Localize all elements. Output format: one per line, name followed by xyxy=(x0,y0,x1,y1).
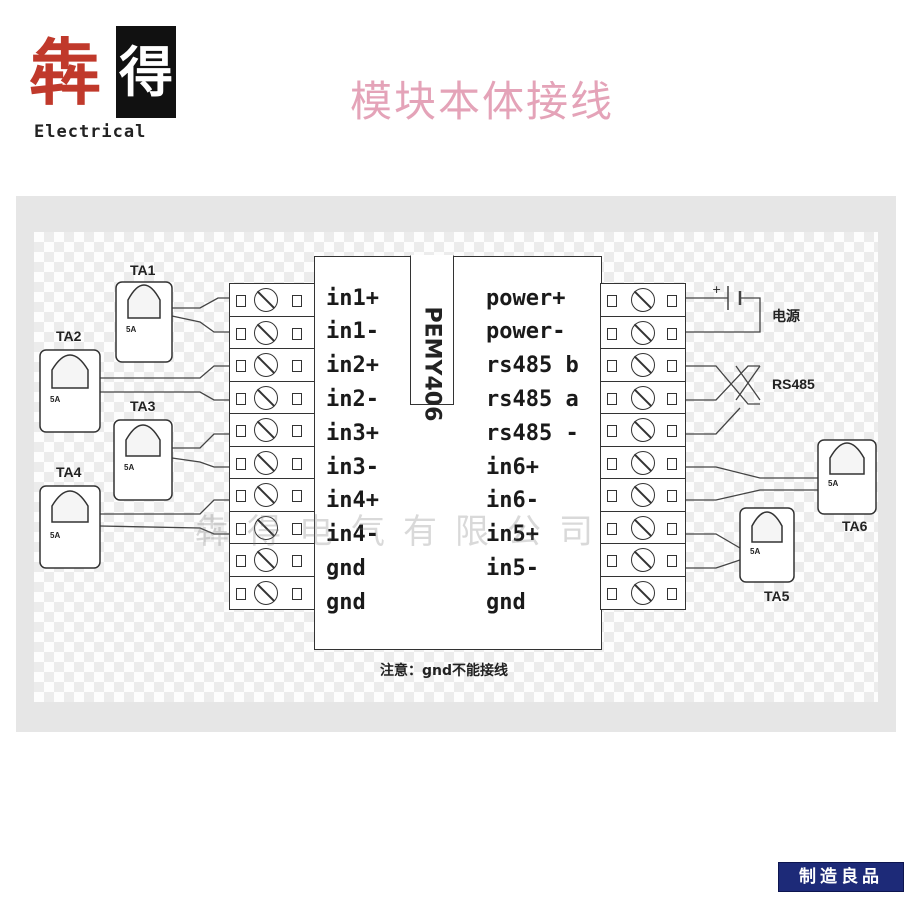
ta2-label: TA2 xyxy=(56,328,82,344)
wire-ta5-a xyxy=(684,533,741,549)
wire-ta5-b xyxy=(684,559,741,569)
terminal xyxy=(601,512,685,544)
left-pin: in2- xyxy=(326,387,379,412)
right-pin: gnd xyxy=(486,590,526,615)
left-pin: in3- xyxy=(326,455,379,480)
right-pin: in5+ xyxy=(486,522,539,547)
ta2-rating: 5A xyxy=(50,395,60,404)
power-label: 电源 xyxy=(772,309,800,325)
right-pin: in6- xyxy=(486,488,539,513)
ta3-sensor xyxy=(113,419,173,501)
logo-subtitle: Electrical xyxy=(34,122,147,142)
ta1-label: TA1 xyxy=(130,262,156,278)
ta2-sensor xyxy=(39,349,101,433)
wire-ta2-b xyxy=(100,391,230,401)
terminal xyxy=(230,349,314,382)
right-pin: power+ xyxy=(486,286,566,311)
wire-ta1-a xyxy=(172,297,230,309)
right-terminal-block xyxy=(600,283,686,610)
ta5-rating: 5A xyxy=(750,547,760,556)
ta5-label: TA5 xyxy=(764,588,790,604)
terminal xyxy=(601,544,685,577)
right-pin: rs485 - xyxy=(486,421,579,446)
rs485-label: RS485 xyxy=(772,376,815,392)
ta1-sensor xyxy=(115,281,173,363)
right-pin: rs485 b xyxy=(486,353,579,378)
terminal xyxy=(230,512,314,544)
wiring-note: 注意：gnd不能接线 xyxy=(380,663,509,679)
wire-rs485-a xyxy=(684,365,760,401)
terminal xyxy=(601,414,685,447)
terminal xyxy=(230,577,314,610)
right-pin: in5- xyxy=(486,556,539,581)
terminal xyxy=(230,317,314,349)
ta1-rating: 5A xyxy=(126,325,136,334)
ta4-label: TA4 xyxy=(56,464,82,480)
terminal xyxy=(230,284,314,317)
left-pin: in1+ xyxy=(326,286,379,311)
module-notch xyxy=(410,255,454,405)
ta5-sensor xyxy=(739,507,795,583)
watermark: 犇得电气有限公司 xyxy=(195,512,611,552)
brand-logo: 犇 得 Electrical xyxy=(22,24,178,142)
ta6-rating: 5A xyxy=(828,479,838,488)
terminal xyxy=(230,414,314,447)
left-pin: in4- xyxy=(326,522,379,547)
terminal xyxy=(601,317,685,349)
left-pin: in4+ xyxy=(326,488,379,513)
ta3-rating: 5A xyxy=(124,463,134,472)
wire-ta3-b xyxy=(171,457,230,468)
right-pin: in6+ xyxy=(486,455,539,480)
right-pin: rs485 a xyxy=(486,387,579,412)
wire-ta6-a xyxy=(684,466,818,479)
wire-ta3-a xyxy=(172,433,230,449)
terminal xyxy=(601,479,685,512)
terminal xyxy=(601,284,685,317)
terminal xyxy=(230,479,314,512)
wire-ta4-a xyxy=(100,499,230,515)
wire-ta2-a xyxy=(100,365,230,379)
ta6-label: TA6 xyxy=(842,518,868,534)
page-title: 模块本体接线 xyxy=(350,77,615,126)
wire-ta6-b xyxy=(684,489,818,501)
left-pin: in3+ xyxy=(326,421,379,446)
power-plus-sign: + xyxy=(712,283,721,296)
logo-char-left: 犇 xyxy=(28,30,101,115)
left-pin: in2+ xyxy=(326,353,379,378)
module-name: PEMY406 xyxy=(420,307,445,422)
terminal xyxy=(601,349,685,382)
terminal xyxy=(601,447,685,479)
terminal xyxy=(230,382,314,414)
wire-ta1-b xyxy=(171,315,230,333)
left-terminal-block xyxy=(229,283,315,610)
ta6-sensor xyxy=(817,439,877,515)
terminal xyxy=(230,544,314,577)
terminal xyxy=(601,382,685,414)
ta4-sensor xyxy=(39,485,101,569)
ta3-label: TA3 xyxy=(130,398,156,414)
logo-char-right: 得 xyxy=(116,26,176,118)
wire-power-loop xyxy=(684,297,761,333)
wire-rs485-gnd xyxy=(684,407,741,435)
module-body xyxy=(314,256,602,650)
terminal xyxy=(230,447,314,479)
left-pin: gnd xyxy=(326,590,366,615)
wire-rs485-b xyxy=(684,365,760,405)
ta4-rating: 5A xyxy=(50,531,60,540)
left-pin: gnd xyxy=(326,556,366,581)
left-pin: in1- xyxy=(326,319,379,344)
terminal xyxy=(601,577,685,610)
right-pin: power- xyxy=(486,319,566,344)
wire-ta4-b xyxy=(99,525,230,535)
quality-stamp: 制造良品 xyxy=(778,862,904,892)
